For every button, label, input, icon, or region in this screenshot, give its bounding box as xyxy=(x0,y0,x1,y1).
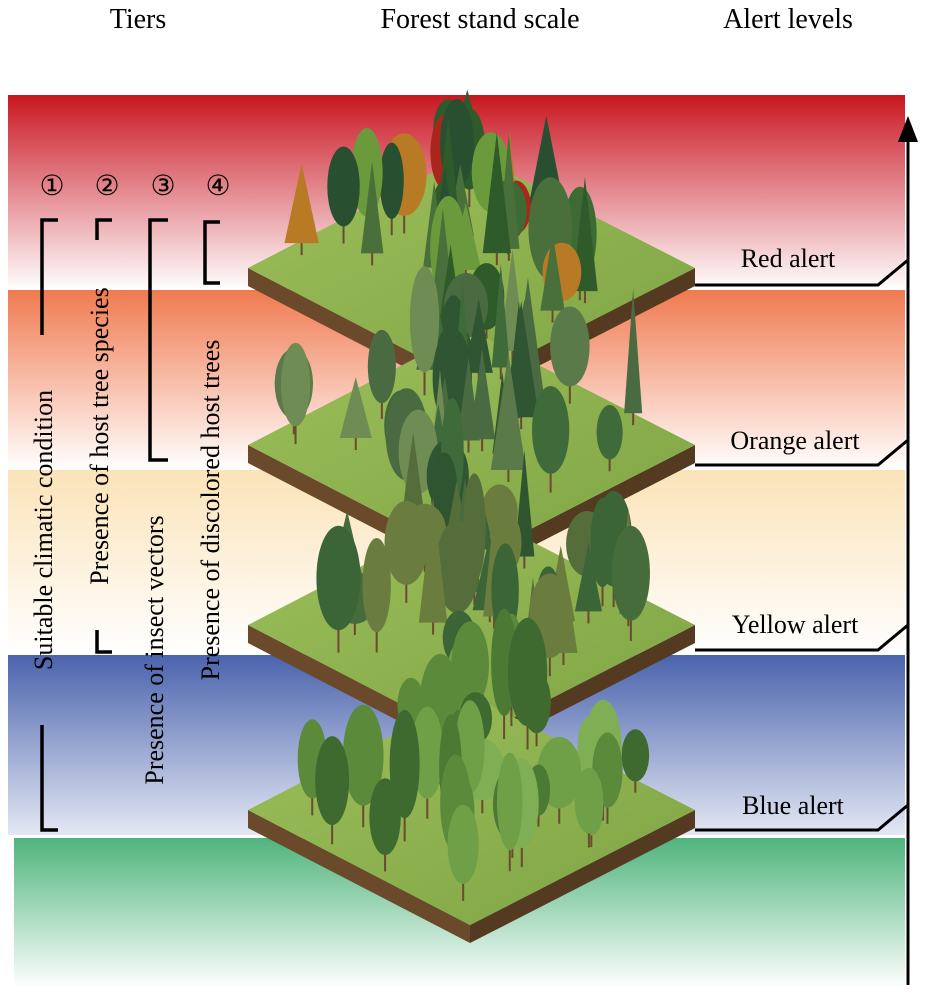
blue-alert-forest-platform xyxy=(248,608,695,943)
forest-platforms xyxy=(248,89,695,943)
tree xyxy=(342,704,384,828)
tree xyxy=(284,163,319,256)
tiers-header: Tiers xyxy=(110,4,167,35)
grass-top xyxy=(248,330,695,560)
tier-4-bracket xyxy=(203,220,220,285)
orange-alert-connector xyxy=(695,438,909,467)
orange-alert-forest-platform xyxy=(248,248,695,578)
tier-4-number: ④ xyxy=(205,171,230,202)
tree xyxy=(316,525,361,653)
tier-1-bracket-top xyxy=(40,218,58,335)
tier-3-bracket xyxy=(148,218,168,462)
tree xyxy=(550,306,590,404)
tree xyxy=(362,537,391,653)
soil-side-right xyxy=(470,810,695,943)
tree xyxy=(596,405,623,472)
forest-stand-scale-header: Forest stand scale xyxy=(380,4,579,35)
tree xyxy=(621,729,650,793)
tier-4-label: Presence of discolored host trees xyxy=(196,340,225,681)
tree xyxy=(315,736,350,845)
blue-alert-connector xyxy=(695,803,909,832)
yellow-alert-label: Yellow alert xyxy=(732,610,859,639)
tree xyxy=(447,804,479,901)
tree xyxy=(384,500,429,603)
tree xyxy=(491,263,510,380)
tier-1-number: ① xyxy=(39,171,64,202)
tree xyxy=(507,617,548,750)
tree xyxy=(367,329,396,419)
tree xyxy=(482,132,511,266)
tree xyxy=(389,709,420,842)
tier-2-bracket-top xyxy=(95,218,112,240)
tree xyxy=(360,161,384,266)
tree xyxy=(418,497,448,635)
tree xyxy=(624,288,643,426)
tier-1-label: Suitable climatic condition xyxy=(29,390,58,670)
soil-side-left xyxy=(248,810,470,943)
tree xyxy=(611,525,650,641)
tree xyxy=(497,752,523,872)
arrow-up-icon xyxy=(898,116,918,142)
tree xyxy=(532,385,570,493)
tree xyxy=(490,353,526,483)
tree xyxy=(574,767,604,848)
alert-levels-header: Alert levels xyxy=(723,4,853,35)
tree xyxy=(574,542,603,624)
tree xyxy=(280,342,311,445)
tier-3-number: ③ xyxy=(150,171,175,202)
tree xyxy=(457,357,480,453)
red-alert-connector xyxy=(695,258,909,287)
tree xyxy=(327,146,360,244)
tier-1-bracket-bottom xyxy=(40,725,58,832)
tier-2-label: Presence of host tree species xyxy=(85,287,114,584)
tier-2-bracket-bottom xyxy=(95,630,112,654)
blue-alert-label: Blue alert xyxy=(742,791,845,820)
tree xyxy=(409,266,440,396)
red-alert-label: Red alert xyxy=(741,244,836,273)
tree xyxy=(369,778,401,872)
tier-2-number: ② xyxy=(94,171,119,202)
orange-alert-label: Orange alert xyxy=(730,426,860,455)
tree xyxy=(339,377,372,451)
tree xyxy=(379,142,404,236)
tier-3-label: Presence of insect vectors xyxy=(140,515,169,784)
tree xyxy=(540,233,565,323)
yellow-alert-connector xyxy=(695,623,909,652)
